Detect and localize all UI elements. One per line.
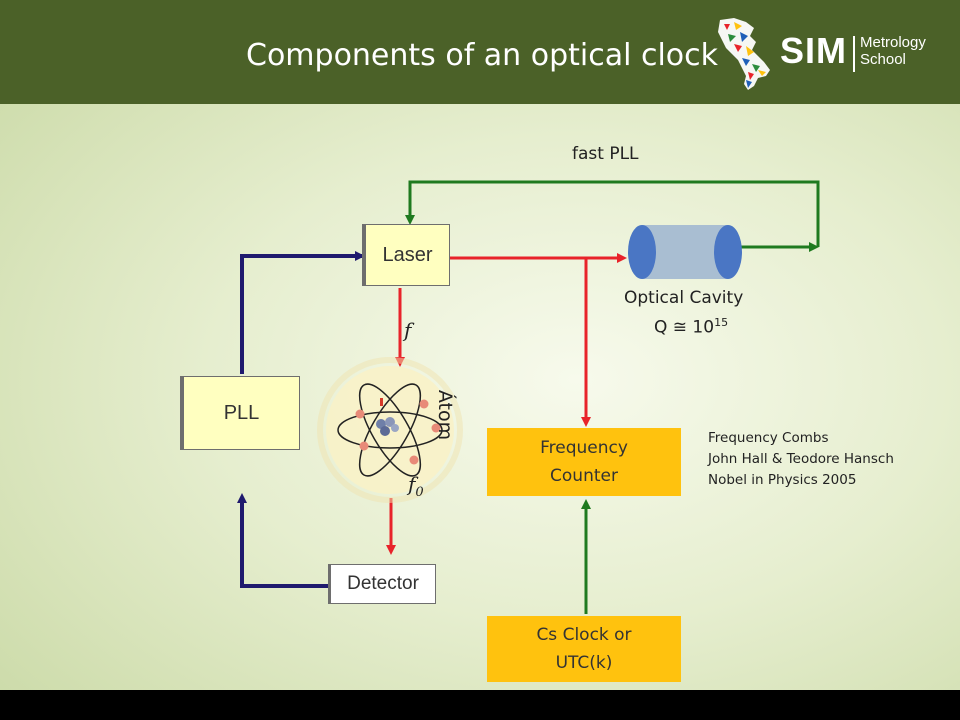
laser-frequency-symbol: f: [404, 318, 412, 342]
note-line-3: Nobel in Physics 2005: [708, 472, 857, 488]
atom-frequency-symbol: f0: [408, 472, 424, 500]
cs-clock-box: Cs Clock or UTC(k): [487, 616, 681, 682]
cavity-q-factor: Q ≅ 1015: [654, 316, 728, 338]
frequency-counter-line-1: Frequency: [540, 438, 628, 458]
cs-clock-line-1: Cs Clock or: [536, 625, 632, 645]
bottom-bar: [0, 690, 960, 720]
laser-box: Laser: [362, 224, 450, 286]
frequency-counter-line-2: Counter: [550, 466, 618, 486]
logo-subtitle: Metrology School: [860, 34, 926, 68]
logo-line-1: Metrology: [860, 34, 926, 51]
slide-title: Components of an optical clock: [246, 38, 719, 73]
detector-label: Detector: [347, 573, 419, 594]
q-exponent: 15: [714, 316, 729, 329]
logo-line-2: School: [860, 51, 906, 68]
laser-label: Laser: [382, 243, 433, 266]
detector-box: Detector: [328, 564, 436, 604]
optical-cavity-label: Optical Cavity: [624, 288, 744, 308]
frequency-counter-box: Frequency Counter: [487, 428, 681, 496]
detector-to-pll-arrow: [237, 493, 328, 588]
optical-cavity-icon: [628, 225, 742, 279]
q-prefix: Q ≅ 10: [654, 317, 715, 338]
atom-icon: [317, 357, 463, 503]
atom-freq-sub: 0: [415, 485, 424, 500]
atom-label: Átom: [434, 389, 457, 441]
americas-map-icon: [718, 18, 770, 90]
fast-pll-loop: [405, 180, 820, 252]
sim-logo: SIM Metrology School: [712, 14, 952, 94]
logo-divider: [853, 36, 855, 72]
atom-freq-f: f: [408, 472, 416, 496]
pll-label: PLL: [223, 401, 260, 424]
logo-brand: SIM: [780, 30, 848, 71]
nobel-note: Frequency Combs John Hall & Teodore Hans…: [708, 428, 894, 491]
slide: Components of an optical clock SIM Metro…: [0, 0, 960, 690]
fast-pll-label: fast PLL: [572, 144, 639, 164]
note-line-2: John Hall & Teodore Hansch: [708, 451, 894, 467]
pll-box: PLL: [180, 376, 300, 450]
note-line-1: Frequency Combs: [708, 430, 829, 446]
cs-clock-line-2: UTC(k): [555, 653, 613, 673]
pll-to-laser-arrow: [240, 251, 365, 374]
slide-header: Components of an optical clock SIM Metro…: [0, 0, 960, 104]
diagram-connectors: [237, 180, 820, 614]
